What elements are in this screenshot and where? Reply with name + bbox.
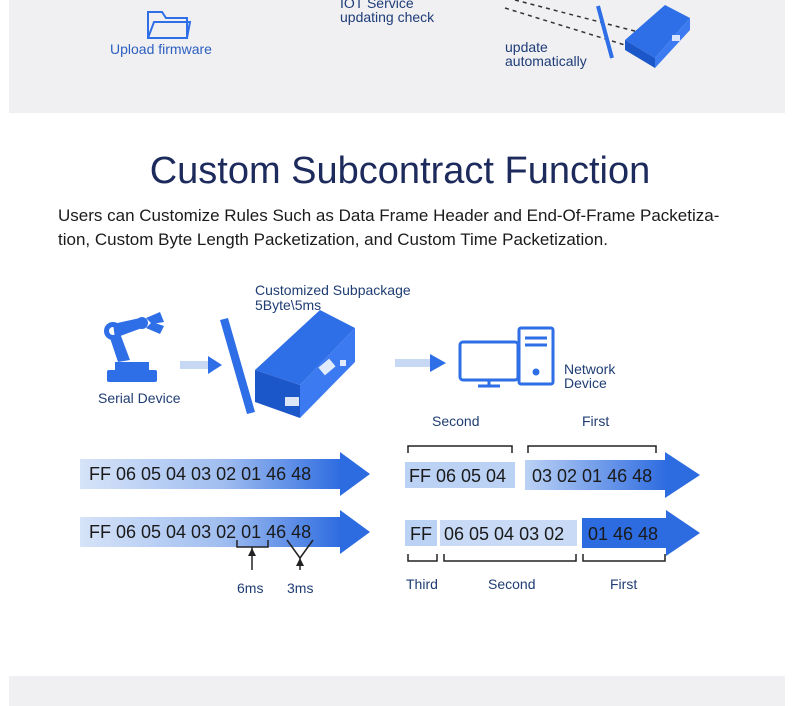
folder-icon [147, 11, 192, 39]
network-label: Network [564, 361, 616, 377]
row2-label-first: First [610, 576, 638, 592]
device-label: Device [564, 375, 607, 391]
row1-label-first: First [582, 413, 610, 429]
modem-icon [220, 310, 355, 418]
robot-arm-icon [104, 312, 164, 382]
row2-label-third: Third [406, 576, 438, 592]
row2-timing-markers [236, 539, 314, 570]
row1-label-second: Second [432, 413, 480, 429]
arrow-to-modem [180, 356, 222, 374]
row2-input-arrow [80, 510, 370, 554]
row2-packet-first: 01 46 48 [588, 524, 659, 544]
automatically-label: automatically [505, 53, 587, 69]
section-title: Custom Subcontract Function [149, 150, 651, 192]
row2-brackets [407, 554, 666, 562]
updating-check-label: updating check [340, 9, 435, 25]
modem-top-icon [596, 5, 690, 68]
row2-label-second: Second [488, 576, 536, 592]
description-line-2: tion, Custom Byte Length Packetization, … [58, 230, 608, 249]
update-label: update [505, 39, 548, 55]
iot-service-label: IOT Service [340, 0, 414, 11]
row1-input-arrow [80, 452, 370, 496]
row2-packet-third: FF [410, 524, 432, 544]
description-line-1: Users can Customize Rules Such as Data F… [58, 206, 720, 225]
row1-packet-first: 03 02 01 46 48 [532, 466, 653, 486]
section-description: Users can Customize Rules Such as Data F… [58, 204, 748, 252]
upload-firmware-label: Upload firmware [110, 41, 212, 57]
serial-device-label: Serial Device [98, 390, 181, 406]
row2-output-arrow [405, 510, 700, 556]
arrow-to-network [395, 354, 446, 372]
next-section-band [9, 676, 785, 706]
row2-packet-second: 06 05 04 03 02 [444, 524, 565, 544]
row1-input-bytes: FF 06 05 04 03 02 01 46 48 [89, 464, 312, 484]
gap-3ms-label: 3ms [287, 580, 314, 596]
row2-input-bytes: FF 06 05 04 03 02 01 46 48 [89, 522, 312, 542]
row1-packet-second: FF 06 05 04 [409, 466, 507, 486]
row1-output-arrow [405, 452, 700, 498]
row1-brackets [407, 445, 657, 453]
subpackage-rule: 5Byte\5ms [255, 297, 322, 313]
computer-icon [458, 326, 555, 388]
subpackage-title: Customized Subpackage [255, 282, 411, 298]
gap-6ms-label: 6ms [237, 580, 264, 596]
